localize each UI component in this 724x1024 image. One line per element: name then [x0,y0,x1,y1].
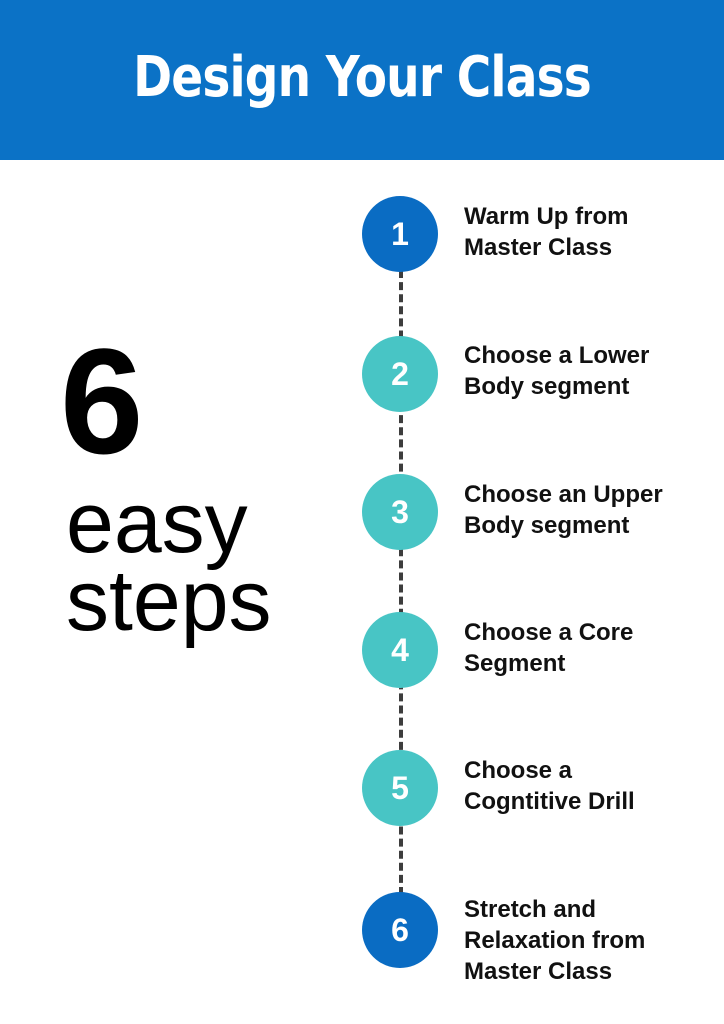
step-label: Choose a Cogntitive Drill [464,755,714,817]
step-label-line: Choose a [464,757,573,784]
easy-word: easy [66,475,248,571]
step-label: Choose a Lower Body segment [464,340,714,402]
step-label-line: Choose an Upper [464,481,663,508]
steps-count: 6 [60,317,144,485]
step-label: Warm Up from Master Class [464,201,714,263]
step-number-circle: 6 [362,892,438,968]
step-number-circle: 2 [362,336,438,412]
step-number-circle: 3 [362,474,438,550]
step-label-line: Master Class [464,234,613,261]
step-label: Stretch and Relaxation from Master Class [464,894,714,987]
step-label: Choose a Core Segment [464,617,714,679]
step-label-line: Choose a Lower [464,342,650,369]
step-number-circle: 1 [362,196,438,272]
step-label-line: Warm Up from [464,203,629,230]
step-label-line: Relaxation from [464,927,646,954]
step-label-line: Cogntitive Drill [464,788,635,815]
step-label-line: Segment [464,650,566,677]
step-label-line: Body segment [464,512,630,539]
steps-word: steps [66,553,272,649]
step-label-line: Stretch and [464,896,597,923]
step-label-line: Choose a Core [464,619,634,646]
step-label: Choose an Upper Body segment [464,479,714,541]
step-number-circle: 5 [362,750,438,826]
page-title: Design Your Class [133,45,592,110]
header-banner: Design Your Class [0,0,724,160]
step-label-line: Body segment [464,373,630,400]
step-label-line: Master Class [464,958,613,985]
step-number-circle: 4 [362,612,438,688]
timeline-connector [399,270,403,895]
